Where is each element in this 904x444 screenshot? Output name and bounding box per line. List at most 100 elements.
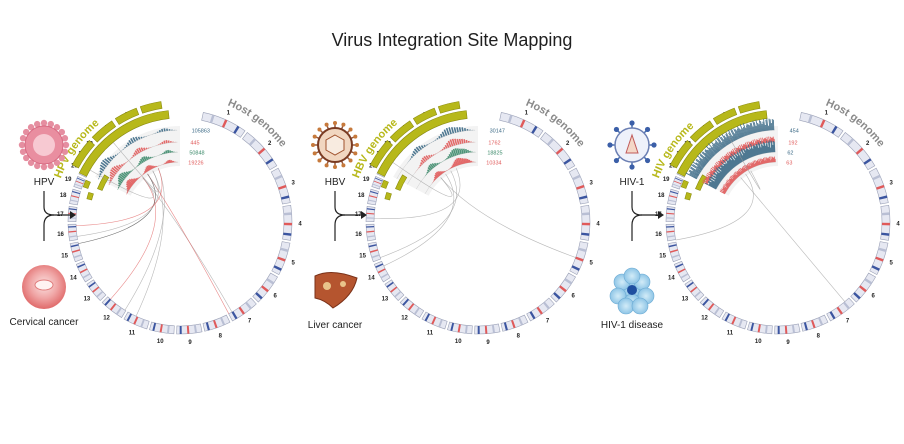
- coverage-bars: [108, 140, 179, 186]
- coverage-bars: [427, 157, 477, 191]
- chromosome-19: 19: [663, 175, 684, 190]
- chromosome-band: [438, 319, 443, 328]
- integration-link: [740, 177, 846, 302]
- chromosome-band: [491, 324, 496, 333]
- chromosome-16: 16: [655, 223, 676, 242]
- disease-name: Cervical cancer: [10, 317, 80, 328]
- track-value-label: 63: [786, 160, 792, 166]
- chromosome-11: 11: [421, 311, 448, 336]
- integration-links: [675, 131, 846, 302]
- chromosome-1: 1: [799, 111, 844, 138]
- coverage-bars: [702, 136, 775, 185]
- chromosome-band: [68, 226, 77, 228]
- chromosome-3: 3: [568, 167, 594, 205]
- chromosome-band: [70, 199, 79, 203]
- chromosome-label: 5: [291, 260, 295, 266]
- chromosome-band: [881, 232, 890, 236]
- chromosome-12: 12: [101, 296, 127, 321]
- chromosome-band: [777, 325, 780, 334]
- chromosome-band: [578, 247, 587, 253]
- track-baseline: [724, 161, 776, 194]
- chromosome-2: 2: [242, 132, 278, 171]
- chromosome-band: [366, 212, 375, 215]
- chromosome-label: 10: [755, 339, 762, 345]
- track-value-label: 10334: [486, 160, 501, 166]
- chromosome-label: 18: [60, 193, 67, 199]
- disease-name: Liver cancer: [308, 320, 363, 331]
- chromosome-band: [265, 158, 274, 165]
- chromosome-label: 8: [817, 334, 821, 340]
- panel-hiv1: 12345678910111213141516171819202122XY454…: [650, 97, 900, 346]
- chromosome-band: [511, 319, 516, 329]
- chromosome-label: 8: [517, 334, 521, 340]
- chromosome-band: [278, 184, 287, 190]
- chromosome-band: [555, 147, 564, 155]
- chromosome-band: [431, 316, 437, 325]
- chromosome-label: 4: [596, 221, 600, 227]
- chromosome-band: [152, 322, 157, 332]
- chromosome-15: 15: [61, 241, 84, 263]
- chromosome-3: 3: [270, 167, 296, 205]
- chromosome-band: [205, 322, 210, 331]
- chromosome-band: [881, 212, 890, 216]
- chromosome-band: [373, 180, 382, 185]
- chromosome-1: 1: [499, 111, 544, 138]
- chromosome-14: 14: [368, 260, 391, 283]
- chromosome-band: [245, 301, 252, 310]
- chromosome-band: [738, 319, 743, 328]
- chromosome-band: [791, 324, 796, 333]
- integration-link: [374, 168, 461, 219]
- chromosome-label: 6: [872, 294, 876, 300]
- chromosome-band: [702, 298, 710, 306]
- chromosome-band: [371, 254, 380, 259]
- chromosome-band: [366, 208, 375, 211]
- chromosome-16: 16: [355, 223, 376, 242]
- chromosome-ideogram: [568, 167, 589, 205]
- chromosome-band: [807, 114, 813, 124]
- virus-genome-label: HBV genome: [350, 117, 400, 180]
- chromosome-label: 9: [786, 340, 790, 346]
- chromosome-band: [75, 180, 84, 185]
- track-value-label: 445: [190, 140, 199, 146]
- chromosome-label: 4: [896, 221, 900, 227]
- chromosome-band: [531, 125, 538, 134]
- track-value-label: 192: [788, 140, 797, 146]
- chromosome-band: [213, 319, 218, 329]
- chromosome-12: 12: [399, 296, 425, 321]
- chromosome-label: 14: [668, 275, 675, 281]
- disease-name: HIV-1 disease: [601, 320, 664, 331]
- chromosome-band: [673, 180, 682, 185]
- coverage-bars: [125, 159, 179, 195]
- chromosome-label: 18: [658, 193, 665, 199]
- chromosome-band: [879, 195, 888, 200]
- chromosome-band: [370, 190, 379, 195]
- chromosome-label: 11: [427, 330, 434, 336]
- arrow-head: [70, 211, 76, 219]
- track-value-label: 105863: [192, 129, 210, 135]
- chromosome-label: 16: [655, 232, 662, 238]
- coverage-track: 10334: [424, 157, 502, 194]
- coverage-track: 50848: [117, 149, 205, 190]
- chromosome-18: 18: [358, 188, 379, 206]
- chromosome-label: 19: [363, 177, 370, 183]
- chromosome-4: 4: [880, 204, 900, 241]
- chromosome-band: [159, 324, 163, 333]
- chromosome-band: [140, 319, 145, 328]
- integration-link: [147, 173, 230, 314]
- chromosome-band: [372, 183, 381, 188]
- chromosome-ideogram: [69, 241, 84, 263]
- coverage-track: 445: [108, 140, 200, 186]
- chromosome-band: [366, 226, 375, 228]
- chromosome-band: [572, 174, 581, 181]
- chromosome-9: 9: [176, 323, 203, 346]
- chromosome-band: [133, 316, 139, 325]
- panel-hbv: 12345678910111213141516171819202122XY301…: [350, 97, 600, 346]
- hbv-virus-icon: [311, 121, 359, 169]
- track-value-label: 19226: [188, 160, 203, 166]
- chromosome-11: 11: [721, 311, 748, 336]
- integration-link: [76, 170, 159, 237]
- chromosome-band: [881, 222, 890, 226]
- coverage-track: 454: [685, 118, 799, 180]
- chromosome-label: 7: [248, 318, 252, 324]
